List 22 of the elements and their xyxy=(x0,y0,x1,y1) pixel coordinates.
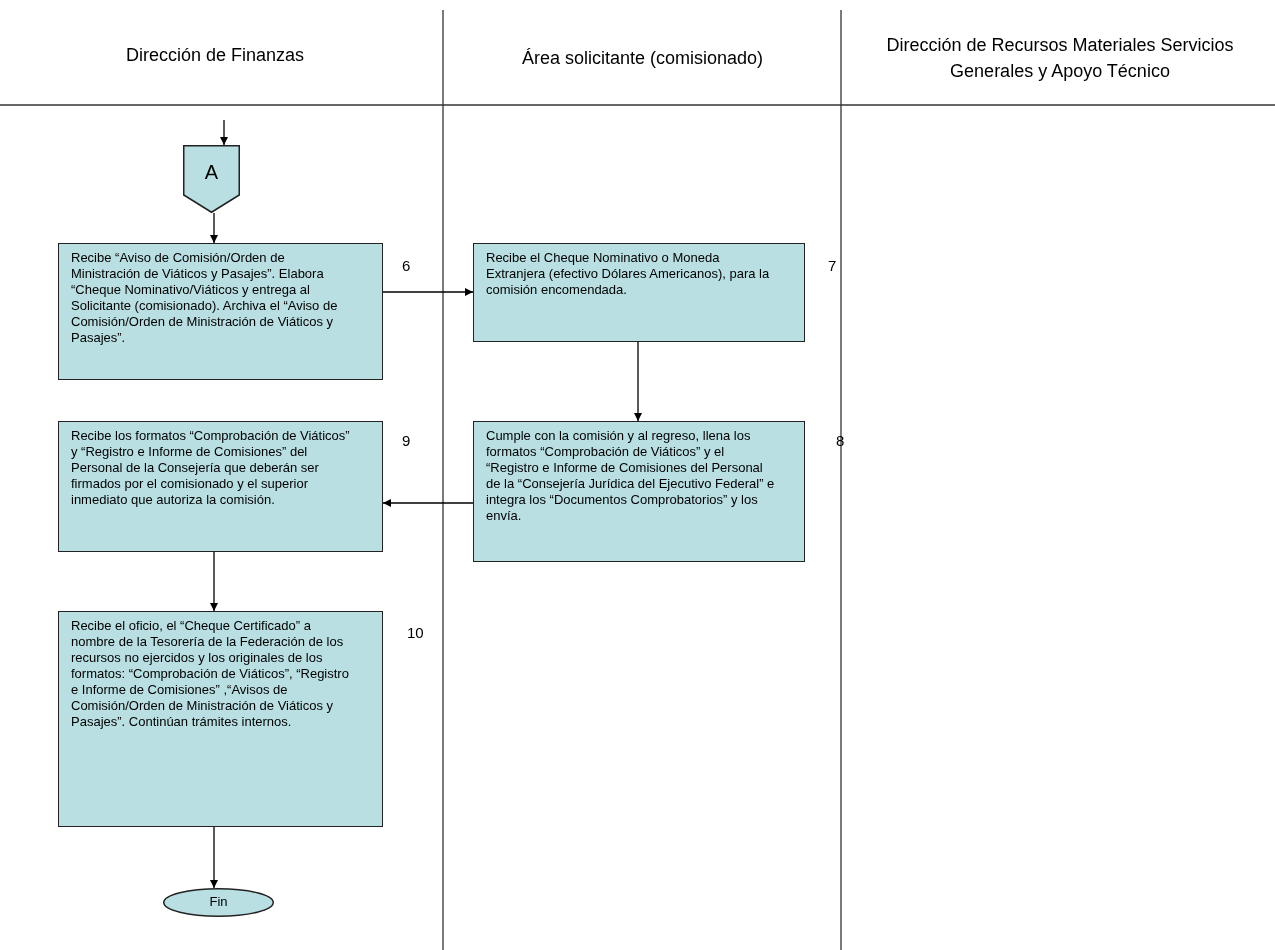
lane-header: Dirección de Finanzas xyxy=(124,44,306,67)
step-number: 10 xyxy=(407,624,424,641)
terminator-ellipse: Fin xyxy=(163,888,274,917)
arrow xyxy=(382,499,474,507)
process-box: Recibe el oficio, el “Cheque Certificado” a nombre de la Tesorería de la Federación de los recursos no ejercidos y los originales de los formatos: “Comprobación de Viáticos”, “Registro e Informe de Comisiones” ,“Avisos de Comisión/Orden de Ministración de Viáticos y Pasajes”. Continúan trámites internos. xyxy=(58,611,383,827)
step-number: 6 xyxy=(402,257,411,274)
arrow xyxy=(210,551,218,612)
arrow xyxy=(382,288,474,296)
arrow xyxy=(634,341,642,422)
lane-header: Área solicitante (comisionado) xyxy=(520,47,765,70)
arrow xyxy=(210,826,218,889)
lane-header: Dirección de Recursos Materiales Servicios Generales y Apoyo Técnico xyxy=(885,34,1235,83)
arrow xyxy=(210,212,218,244)
step-number: 8 xyxy=(836,432,845,449)
arrow xyxy=(220,119,228,146)
process-box: Cumple con la comisión y al regreso, llena los formatos “Comprobación de Viáticos” y el “Registro e Informe de Comisiones del Personal de la “Consejería Jurídica del Ejecutivo Federal” e integra los “Documentos Comprobatorios” y los envía. xyxy=(473,421,805,562)
step-number: 7 xyxy=(828,257,837,274)
process-box: Recibe “Aviso de Comisión/Orden de Ministración de Viáticos y Pasajes”. Elabora “Cheque Nominativo/Viáticos y entrega al Solicitante (comisionado). Archiva el “Aviso de Comisión/Orden de Ministración de Viáticos y Pasajes”. xyxy=(58,243,383,380)
off-page-connector: A xyxy=(183,145,240,213)
step-number: 9 xyxy=(402,432,411,449)
process-box: Recibe el Cheque Nominativo o Moneda Extranjera (efectivo Dólares Americanos), para la comisión encomendada. xyxy=(473,243,805,342)
process-box: Recibe los formatos “Comprobación de Viáticos” y “Registro e Informe de Comisiones” del Personal de la Consejería que deberán ser firmados por el comisionado y el superior inmediato que autoriza la comisión. xyxy=(58,421,383,552)
